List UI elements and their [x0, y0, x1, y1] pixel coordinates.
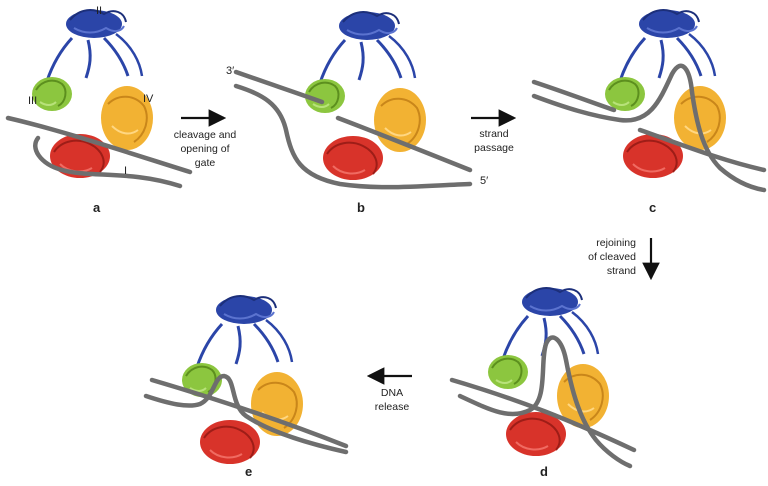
- panel-label-a: a: [93, 200, 101, 215]
- step-label-line: release: [375, 401, 410, 413]
- panel-c: c: [531, 8, 767, 215]
- dna-strand-lower: [143, 373, 349, 455]
- domain-label-IV: IV: [143, 93, 154, 105]
- step-passage: strand passage: [471, 109, 517, 154]
- step-rejoin: rejoining of cleaved strand: [588, 237, 660, 281]
- step-label-line: strand: [479, 128, 508, 140]
- panel-label-c: c: [649, 200, 656, 215]
- dna-strand-passed: [531, 63, 767, 193]
- dna-strand-rejoined: [449, 377, 637, 453]
- dna-loop: [33, 135, 183, 189]
- dna-strand-upper: [531, 79, 617, 113]
- step-release: DNA release: [366, 367, 412, 413]
- panel-b: 3′ 5′ b: [226, 10, 488, 215]
- dna-strand-gate: [335, 115, 473, 173]
- panel-label-b: b: [357, 200, 365, 215]
- step-label-line: rejoining: [596, 237, 636, 249]
- domain-label-II: II: [96, 5, 102, 17]
- step-label-line: opening of: [180, 143, 229, 155]
- topoisomerase-protein-icon: [180, 294, 305, 466]
- panel-label-e: e: [245, 464, 252, 479]
- dna-strand-passed: [457, 335, 633, 469]
- step-label-line: gate: [195, 157, 216, 169]
- step-label-line: strand: [607, 265, 636, 277]
- dna-strand-upper: [149, 377, 349, 449]
- step-label-line: cleavage and: [174, 129, 237, 141]
- dna-strand: [5, 115, 193, 175]
- end-label-3prime: 3′: [226, 65, 234, 77]
- panel-d: d: [449, 286, 637, 479]
- dna-strand-gate: [637, 127, 767, 173]
- step-cleavage: cleavage and opening of gate: [174, 109, 237, 169]
- panel-label-d: d: [540, 464, 548, 479]
- step-label-line: of cleaved: [588, 251, 636, 263]
- panel-e: e: [143, 294, 349, 479]
- dna-strand-upper: [233, 69, 325, 105]
- domain-label-I: I: [124, 165, 127, 177]
- domain-label-III: III: [28, 95, 37, 107]
- dna-strand-lower: [233, 83, 473, 190]
- end-label-5prime: 5′: [480, 175, 488, 187]
- step-label-line: DNA: [381, 387, 403, 399]
- topoisomerase-protein-icon: [303, 10, 428, 182]
- panel-a: II III IV I a: [5, 5, 193, 215]
- step-label-line: passage: [474, 142, 514, 154]
